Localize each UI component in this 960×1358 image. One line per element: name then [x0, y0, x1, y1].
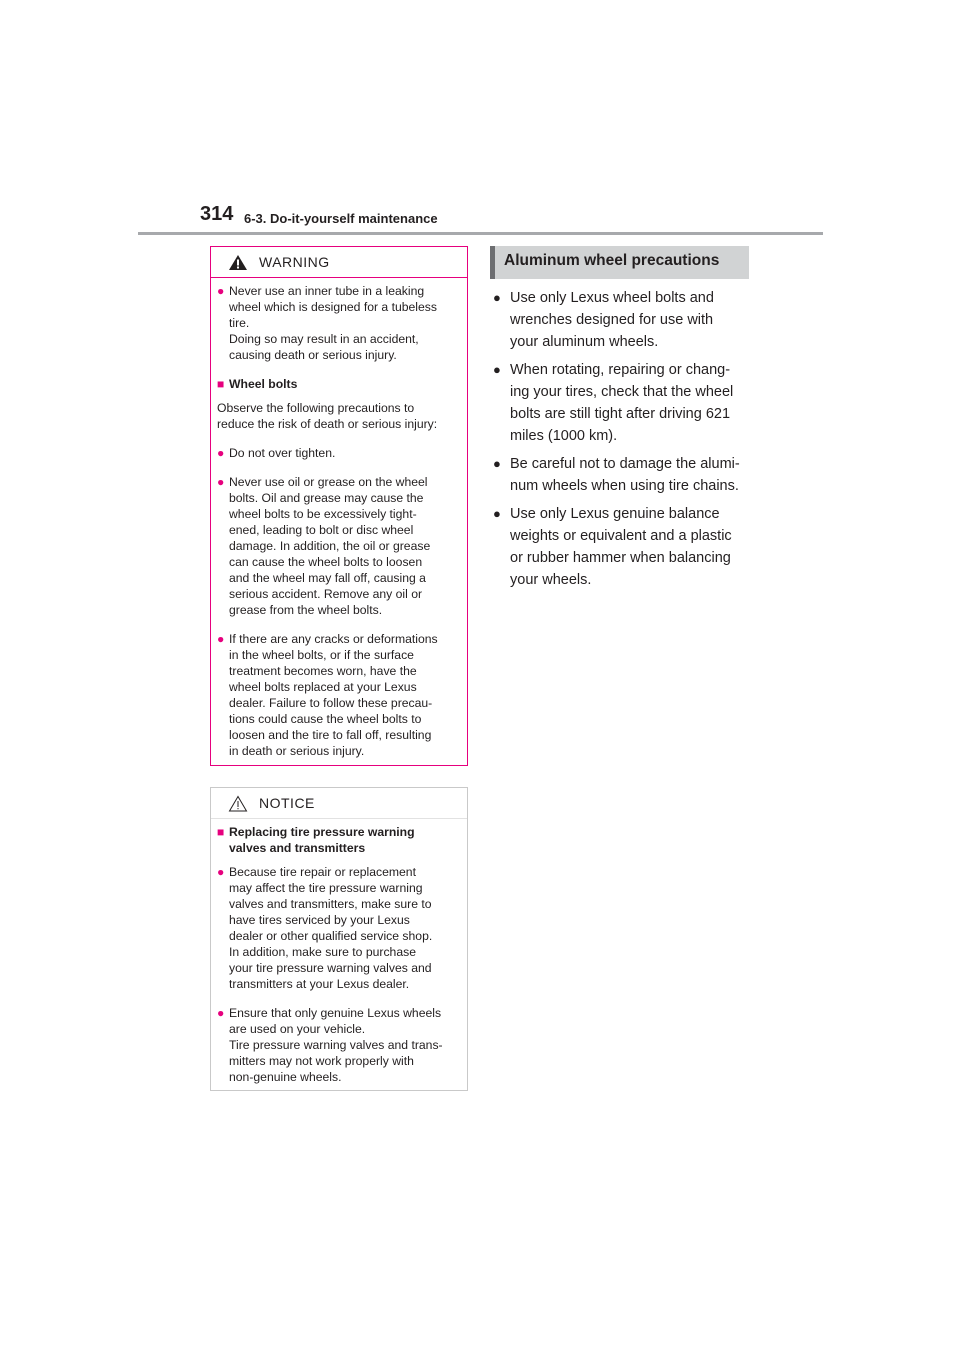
warning-subheading: ■ Wheel bolts: [217, 376, 461, 392]
bullet-dot-icon: ●: [217, 446, 225, 460]
list-item-text: When rotating, repairing or chang- ing y…: [510, 362, 734, 444]
list-item-text: Be careful not to damage the alumi- num …: [510, 456, 740, 494]
bullet-dot-icon: ●: [493, 456, 501, 471]
header-rule: [138, 232, 823, 235]
notice-item-text: Because tire repair or replacement may a…: [229, 865, 433, 991]
warning-item: ● Do not over tighten.: [217, 445, 461, 461]
notice-item: ● Because tire repair or replacement may …: [217, 864, 461, 992]
page-number: 314: [200, 203, 234, 225]
warning-triangle-icon: [228, 254, 248, 275]
bullet-dot-icon: ●: [493, 290, 501, 305]
notice-title: NOTICE: [259, 795, 315, 811]
notice-item-text: Ensure that only genuine Lexus wheels ar…: [229, 1006, 443, 1084]
bullet-dot-icon: ●: [493, 362, 501, 377]
bullet-dot-icon: ●: [217, 865, 225, 879]
notice-item: ● Ensure that only genuine Lexus wheels a…: [217, 1005, 461, 1085]
warning-paragraph: Observe the following precautions to red…: [217, 401, 438, 431]
heading-bar: [490, 246, 495, 279]
bullet-dot-icon: ●: [493, 506, 501, 521]
aluminum-heading: Aluminum wheel precautions: [490, 246, 749, 279]
bullet-dot-icon: ●: [217, 475, 225, 489]
bullet-dot-icon: ●: [217, 632, 225, 646]
list-item: ● Be careful not to damage the alumi- num…: [493, 453, 758, 497]
warning-item-text: Never use an inner tube in a leaking whe…: [229, 284, 437, 362]
warning-item-text: If there are any cracks or deformations …: [229, 632, 438, 758]
warning-item-text: Do not over tighten.: [229, 446, 336, 460]
section-title: 6-3. Do-it-yourself maintenance: [244, 211, 438, 226]
warning-item-text: Never use oil or grease on the wheel bol…: [229, 475, 431, 617]
warning-item: ● Never use oil or grease on the wheel bo…: [217, 474, 461, 618]
aluminum-list: ● Use only Lexus wheel bolts and wrenches…: [493, 287, 758, 597]
notice-header: NOTICE: [211, 788, 467, 819]
bullet-dot-icon: ●: [217, 284, 225, 298]
notice-box: NOTICE ■ Replacing tire pressure warning …: [210, 787, 468, 1091]
warning-title: WARNING: [259, 254, 330, 270]
warning-item: ● If there are any cracks or deformations…: [217, 631, 461, 759]
list-item: ● Use only Lexus wheel bolts and wrenches…: [493, 287, 758, 353]
warning-box: WARNING ● Never use an inner tube in a le…: [210, 246, 468, 766]
square-bullet-icon: ■: [217, 377, 225, 391]
notice-subheading-text: Replacing tire pressure warning valves a…: [229, 825, 415, 855]
list-item: ● When rotating, repairing or chang- ing …: [493, 359, 758, 447]
bullet-dot-icon: ●: [217, 1006, 225, 1020]
notice-triangle-icon: [228, 795, 248, 816]
notice-subheading: ■ Replacing tire pressure warning valves …: [217, 824, 461, 856]
warning-item: ● Never use an inner tube in a leaking wh…: [217, 283, 461, 363]
aluminum-heading-text: Aluminum wheel precautions: [504, 252, 720, 269]
list-item-text: Use only Lexus genuine balance weights o…: [510, 506, 732, 588]
warning-header: WARNING: [211, 247, 467, 278]
warning-subheading-text: Wheel bolts: [229, 377, 298, 391]
square-bullet-icon: ■: [217, 825, 225, 839]
list-item: ● Use only Lexus genuine balance weights …: [493, 503, 758, 591]
list-item-text: Use only Lexus wheel bolts and wrenches …: [510, 290, 714, 350]
